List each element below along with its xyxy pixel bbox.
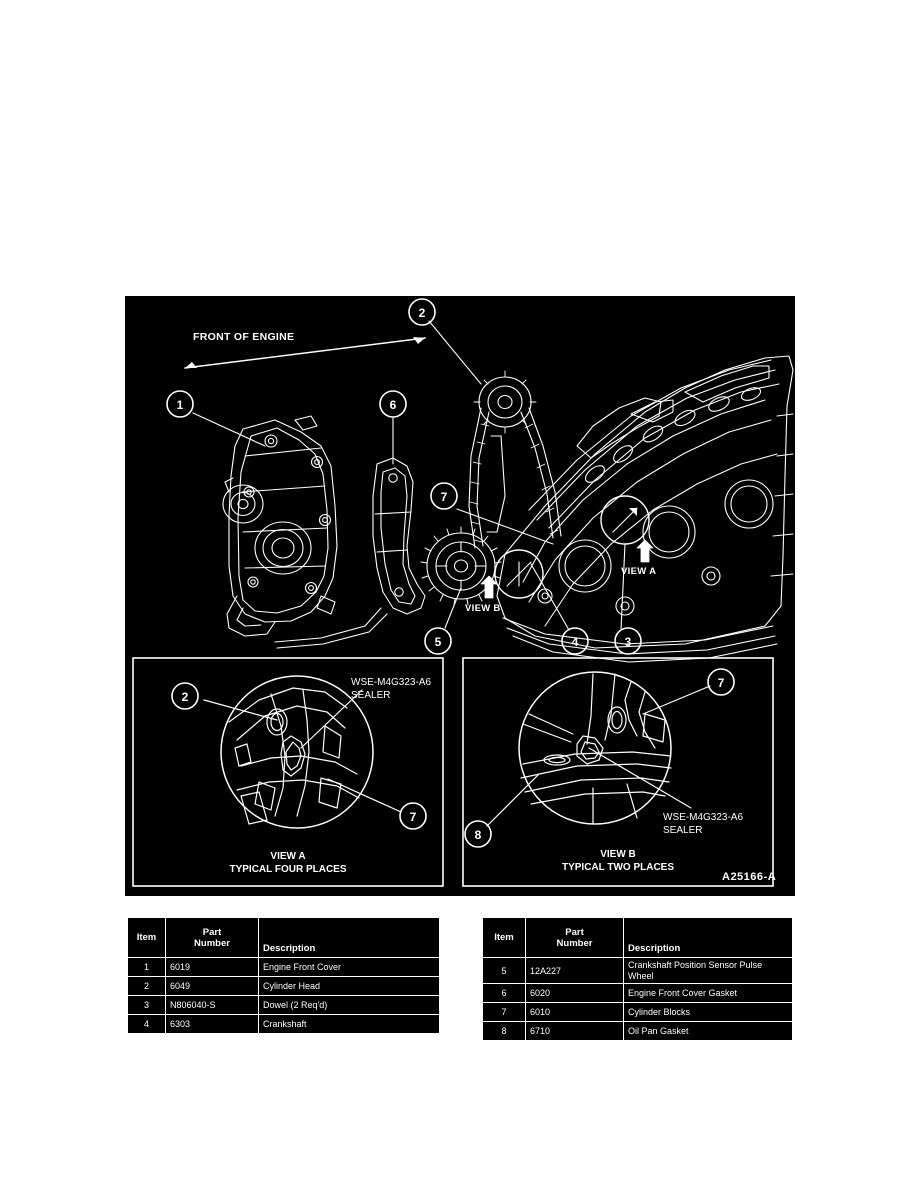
cell-item: 5	[482, 957, 526, 984]
table-header-row: Item Part Number Description	[482, 917, 793, 958]
header-part-line1: Part	[565, 926, 584, 938]
callout-4: 4	[572, 635, 579, 649]
view-b-subtitle: TYPICAL TWO PLACES	[561, 862, 675, 873]
header-part-number: Part Number	[525, 917, 624, 958]
engine-illustration-panel: 1 2 6 7 5 4 3 FRONT OF ENGINE VIEW A VIE…	[125, 296, 795, 896]
header-item: Item	[482, 917, 526, 958]
cell-item: 8	[482, 1021, 526, 1041]
cell-item: 3	[127, 995, 166, 1015]
cell-part-number: 6010	[525, 1002, 624, 1022]
cell-part-number: 6710	[525, 1021, 624, 1041]
view-b-callout-8: 8	[475, 828, 482, 842]
header-description: Description	[258, 917, 440, 958]
callout-6: 6	[390, 398, 397, 412]
cell-part-number: 12A227	[525, 957, 624, 984]
table-row: 1 6019 Engine Front Cover	[127, 957, 440, 977]
table-row: 8 6710 Oil Pan Gasket	[482, 1021, 793, 1041]
view-a-subtitle: TYPICAL FOUR PLACES	[229, 864, 347, 875]
view-b-marker-label: VIEW B	[465, 603, 501, 614]
view-a-marker-label: VIEW A	[621, 566, 657, 577]
header-part-number: Part Number	[165, 917, 259, 958]
cell-part-number: 6019	[165, 957, 259, 977]
engine-line-art: 1 2 6 7 5 4 3	[166, 298, 794, 663]
callout-5: 5	[435, 635, 442, 649]
inset-panels-line-art: 2 7	[132, 657, 774, 887]
header-item: Item	[127, 917, 166, 958]
cell-description: Crankshaft	[258, 1014, 440, 1034]
cell-description: Crankshaft Position Sensor Pulse Wheel	[623, 957, 793, 984]
cell-description: Engine Front Cover Gasket	[623, 983, 793, 1003]
header-part-line2: Number	[194, 937, 230, 949]
callout-3: 3	[625, 635, 632, 649]
view-a-caption: VIEW A TYPICAL FOUR PLACES	[188, 850, 388, 876]
cell-part-number: 6049	[165, 976, 259, 996]
callout-2: 2	[419, 306, 426, 320]
view-b-caption: VIEW B TYPICAL TWO PLACES	[518, 848, 718, 874]
header-part-line2: Number	[556, 937, 593, 949]
cell-part-number: 6020	[525, 983, 624, 1003]
table-row: 2 6049 Cylinder Head	[127, 976, 440, 996]
front-of-engine-label: FRONT OF ENGINE	[193, 331, 295, 343]
cell-description: Engine Front Cover	[258, 957, 440, 977]
view-a-title: VIEW A	[270, 851, 306, 862]
cell-item: 7	[482, 1002, 526, 1022]
view-b-sealer-word: SEALER	[663, 824, 703, 836]
cell-item: 6	[482, 983, 526, 1003]
table-row: 6 6020 Engine Front Cover Gasket	[482, 983, 793, 1003]
table-row: 7 6010 Cylinder Blocks	[482, 1002, 793, 1022]
view-b-sealer-note: WSE-M4G323-A6 SEALER	[663, 812, 743, 837]
view-a-sealer-spec: WSE-M4G323-A6	[351, 677, 432, 688]
cell-item: 1	[127, 957, 166, 977]
callout-7: 7	[441, 490, 448, 504]
header-description: Description	[623, 917, 793, 958]
view-b-title: VIEW B	[600, 849, 636, 860]
table-header-row: Item Part Number Description	[127, 917, 440, 958]
callout-1: 1	[177, 398, 184, 412]
cell-description: Cylinder Head	[258, 976, 440, 996]
cell-description: Cylinder Blocks	[623, 1002, 793, 1022]
table-row: 4 6303 Crankshaft	[127, 1014, 440, 1034]
view-a-sealer-word: SEALER	[351, 689, 391, 701]
parts-table-left: Item Part Number Description 1 6019 Engi…	[127, 917, 440, 1034]
view-b-callout-7: 7	[718, 676, 725, 690]
cell-description: Dowel (2 Req'd)	[258, 995, 440, 1015]
view-b-sealer-spec: WSE-M4G323-A6	[663, 812, 744, 823]
table-row: 5 12A227 Crankshaft Position Sensor Puls…	[482, 957, 793, 984]
cell-item: 2	[127, 976, 166, 996]
cell-description: Oil Pan Gasket	[623, 1021, 793, 1041]
view-a-callout-7: 7	[410, 810, 417, 824]
parts-table-right: Item Part Number Description 5 12A227 Cr…	[482, 917, 793, 1041]
cell-part-number: 6303	[165, 1014, 259, 1034]
view-a-callout-2: 2	[182, 690, 189, 704]
table-row: 3 N806040-S Dowel (2 Req'd)	[127, 995, 440, 1015]
cell-item: 4	[127, 1014, 166, 1034]
header-part-line1: Part	[202, 926, 222, 938]
figure-reference-code: A25166-A	[722, 871, 777, 883]
cell-part-number: N806040-S	[165, 995, 259, 1015]
view-a-sealer-note: WSE-M4G323-A6 SEALER	[351, 677, 431, 702]
